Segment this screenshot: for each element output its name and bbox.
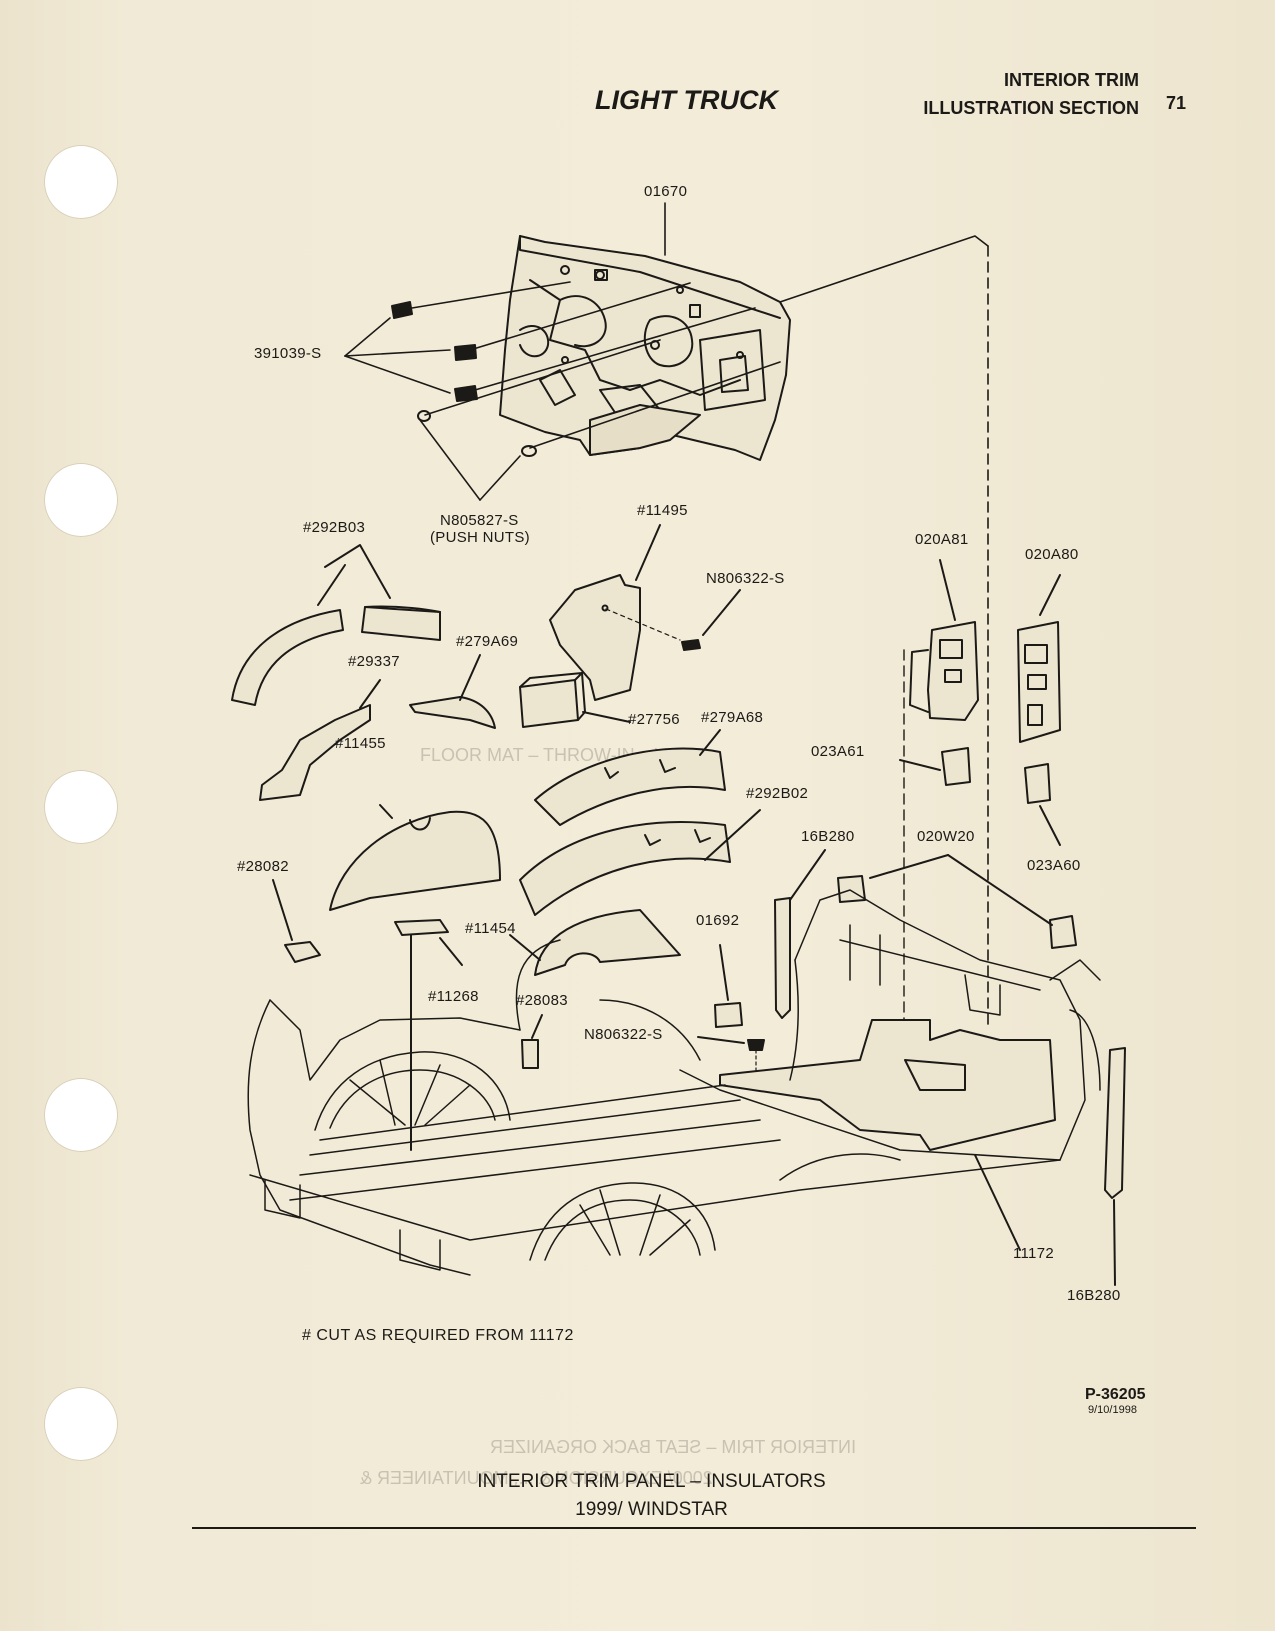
- insulator-11455: [329, 804, 501, 911]
- callout-391039-s: 391039-S: [254, 345, 322, 362]
- callout-020a80: 020A80: [1025, 546, 1079, 563]
- callout-11172: 11172: [1013, 1245, 1054, 1262]
- figure-date: 9/10/1998: [1088, 1404, 1137, 1416]
- insulator-panel-11495: [549, 524, 681, 701]
- clip-020w20-left: [837, 875, 866, 903]
- screw-n806322-s-upper: [681, 589, 741, 651]
- callout-11268: #11268: [428, 988, 479, 1005]
- callout-11454: #11454: [465, 920, 516, 937]
- callout-01670: 01670: [644, 183, 688, 200]
- clip-023a60: [1024, 763, 1051, 804]
- callout-27756: #27756: [628, 711, 680, 728]
- callout-16b280-lower: 16B280: [1067, 1287, 1121, 1304]
- callout-279a69: #279A69: [456, 633, 519, 650]
- insulator-292b02: [519, 809, 761, 916]
- floor-insulator-11172: [719, 1019, 1056, 1251]
- clip-023a61: [941, 747, 971, 786]
- callout-01692: 01692: [696, 912, 740, 929]
- section-line-1: INTERIOR TRIM: [1004, 70, 1139, 90]
- insulator-28082: [284, 941, 321, 963]
- section-line-2: ILLUSTRATION SECTION: [923, 98, 1139, 118]
- callout-292b02: #292B02: [746, 785, 809, 802]
- dash-panel-insulator-01670: [499, 235, 791, 461]
- insulator-11268: [394, 919, 449, 936]
- callout-n806322-s-lower: N806322-S: [584, 1026, 663, 1043]
- callout-n806322-s-upper: N806322-S: [706, 570, 785, 587]
- callout-11495: #11495: [637, 502, 688, 519]
- insulator-11454: [509, 909, 681, 976]
- clip-020w20-right: [1049, 915, 1077, 949]
- callout-020w20: 020W20: [917, 828, 975, 845]
- insulator-279a68: [534, 729, 726, 826]
- trim-piece-020a80: [1017, 574, 1061, 743]
- insulator-01692: [714, 1002, 743, 1028]
- trim-piece-020a81: [909, 559, 979, 721]
- scuff-plate-16b280-right: [1104, 1047, 1126, 1199]
- callout-push-nuts: (PUSH NUTS): [430, 529, 530, 546]
- binder-hole-5: [44, 1387, 118, 1461]
- wheelhouse-insulator-292b03: [231, 544, 441, 706]
- insulator-279a69: [409, 654, 496, 729]
- footnote: # CUT AS REQUIRED FROM 11172: [302, 1327, 574, 1344]
- insulator-strip-29337: [259, 679, 381, 801]
- callout-023a61: 023A61: [811, 743, 865, 760]
- callout-28083: #28083: [516, 992, 568, 1009]
- callout-n805827-s: N805827-S: [440, 512, 519, 529]
- binder-hole-3: [44, 770, 118, 844]
- binder-hole-1: [44, 145, 118, 219]
- binder-hole-4: [44, 1078, 118, 1152]
- callout-279a68: #279A68: [701, 709, 764, 726]
- screw-n806322-s-lower: [697, 1036, 765, 1076]
- insulator-28083: [521, 1039, 539, 1069]
- caption-title: INTERIOR TRIM PANEL – INSULATORS: [477, 1471, 826, 1492]
- page-title: LIGHT TRUCK: [595, 85, 778, 115]
- insulator-block-27756: [519, 672, 631, 728]
- figure-number: P-36205: [1085, 1386, 1146, 1403]
- callout-28082: #28082: [237, 858, 289, 875]
- bottom-rule: [192, 1527, 1196, 1529]
- callout-16b280-upper: 16B280: [801, 828, 855, 845]
- callout-292b03: #292B03: [303, 519, 366, 536]
- page-number: 71: [1166, 93, 1187, 113]
- push-nut-1: [417, 410, 431, 422]
- callout-11455: #11455: [335, 735, 386, 752]
- push-nut-2: [521, 445, 537, 457]
- binder-hole-2: [44, 463, 118, 537]
- callout-023a60: 023A60: [1027, 857, 1081, 874]
- caption-subtitle: 1999/ WINDSTAR: [575, 1499, 728, 1520]
- callout-020a81: 020A81: [915, 531, 969, 548]
- screw-391039-s: [391, 301, 478, 402]
- vehicle-body-outline: [247, 889, 1101, 1276]
- callout-29337: #29337: [348, 653, 400, 670]
- section-header: INTERIOR TRIM ILLUSTRATION SECTION: [923, 66, 1139, 122]
- scuff-plate-16b280-left: [774, 897, 791, 1019]
